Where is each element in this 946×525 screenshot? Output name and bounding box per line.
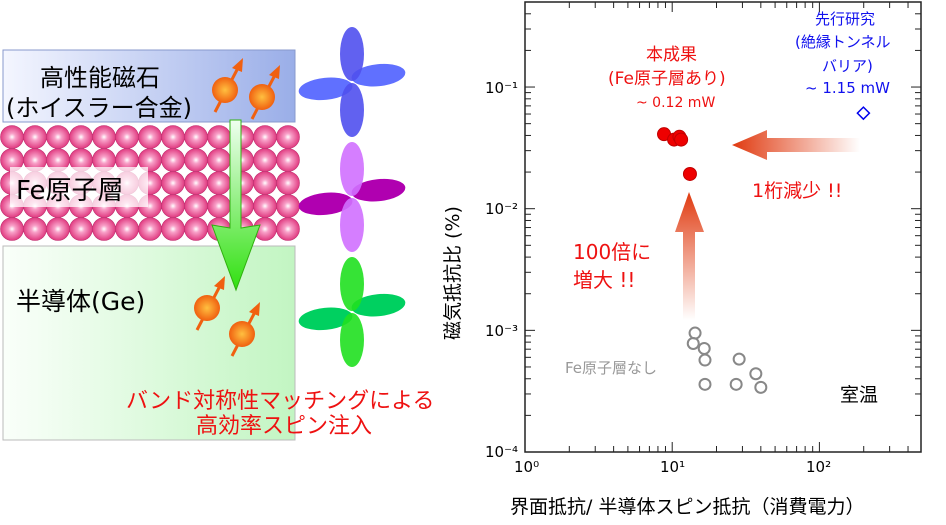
room-temp-label: 室温: [840, 384, 879, 406]
x-axis-label: 界面抵抗/ 半導体スピン抵抗（消費電力）: [510, 496, 865, 518]
ytick-label: 10⁻⁴: [485, 443, 519, 461]
axis-ticks: [524, 1, 921, 453]
fe-atom: [69, 125, 93, 149]
no-fe-label: Fe原子層なし: [565, 359, 658, 377]
fe-atom: [184, 148, 208, 172]
fe-atom: [184, 171, 208, 195]
fe-atom: [276, 194, 300, 218]
fe-atom: [276, 217, 300, 241]
spin-electrons: [194, 58, 280, 357]
prior-label-2: (絶縁トンネル: [795, 33, 891, 51]
data-points: [657, 106, 871, 394]
data-point-no-fe: [732, 352, 746, 366]
prior-label-3: バリア): [822, 57, 873, 75]
fe-atom: [115, 125, 139, 149]
ytick-label: 10⁻¹: [485, 79, 519, 97]
fe-atom: [253, 171, 277, 195]
data-point-no-fe: [688, 326, 702, 340]
magnet-layer: [2, 49, 296, 123]
y-axis-label: 磁気抵抗比 (%): [442, 206, 464, 340]
increase-label-1: 100倍に: [573, 240, 652, 264]
fe-atom: [253, 148, 277, 172]
fe-atom: [207, 194, 231, 218]
reduce-label: 1桁減少 !!: [752, 180, 843, 202]
fe-atom: [23, 217, 47, 241]
xtick-label: 10²: [806, 458, 832, 476]
fe-atom: [0, 125, 24, 149]
fe-atom: [161, 171, 185, 195]
ours-label-2: (Fe原子層あり): [608, 69, 726, 89]
spin-electron: [212, 58, 243, 113]
fe-atom: [207, 125, 231, 149]
data-point-no-fe: [698, 377, 712, 391]
fe-atom: [184, 125, 208, 149]
fe-atom: [253, 125, 277, 149]
fe-atom: [276, 148, 300, 172]
fe-atom: [207, 171, 231, 195]
fe-atom: [69, 217, 93, 241]
data-point-ours: [682, 166, 697, 181]
fe-atom: [138, 125, 162, 149]
spin-electron: [249, 65, 280, 120]
orbitals: [298, 27, 406, 367]
fe-atom: [207, 148, 231, 172]
fe-atom: [184, 217, 208, 241]
increase-label-2: 増大 !!: [573, 268, 636, 292]
fe-atom: [23, 125, 47, 149]
spin-electron: [194, 276, 225, 331]
d-orbital-icon: [298, 257, 406, 367]
fe-atom: [161, 148, 185, 172]
caption-line2: 高効率スピン注入: [196, 414, 373, 439]
fe-atom: [276, 171, 300, 195]
data-point-no-fe: [686, 336, 700, 350]
fe-layer-label: Fe原子層: [16, 176, 124, 206]
data-point-no-fe: [754, 380, 768, 394]
ytick-label: 10⁻³: [485, 322, 519, 340]
data-point-no-fe: [698, 353, 712, 367]
prior-label-1: 先行研究: [815, 10, 876, 28]
xtick-label: 10⁰: [514, 458, 540, 476]
magnet-label: 高性能磁石: [40, 64, 160, 92]
green-injection-arrow: [211, 119, 261, 292]
fe-atom: [161, 217, 185, 241]
data-point-no-fe: [729, 377, 743, 391]
data-point-no-fe: [749, 367, 763, 381]
fe-atom: [276, 125, 300, 149]
increase-arrow: [675, 192, 704, 320]
fe-atom: [161, 125, 185, 149]
fe-atom: [115, 217, 139, 241]
fe-atom: [0, 217, 24, 241]
caption-line1: バンド対称性マッチングによる: [126, 389, 435, 414]
data-point-ours: [674, 132, 689, 147]
fe-atom: [92, 125, 116, 149]
fe-atom: [92, 217, 116, 241]
spin-electron: [229, 302, 260, 357]
fe-atom: [161, 194, 185, 218]
ours-label-1: 本成果: [646, 45, 697, 65]
d-orbital-icon: [298, 27, 406, 137]
prior-label-4: ~ 1.15 mW: [805, 79, 890, 97]
semiconductor-label: 半導体(Ge): [16, 287, 146, 316]
d-orbital-icon: [298, 142, 406, 252]
fe-atom: [46, 217, 70, 241]
fe-atom: [184, 194, 208, 218]
data-point-no-fe: [697, 341, 711, 355]
fe-atom: [138, 217, 162, 241]
ours-label-3: ~ 0.12 mW: [636, 95, 716, 111]
ytick-label: 10⁻²: [485, 200, 519, 218]
data-point-prior: [856, 106, 871, 121]
fe-atom: [46, 125, 70, 149]
fe-atom: [253, 194, 277, 218]
plot-frame: [524, 1, 922, 453]
magnet-sub-label: (ホイスラー合金): [6, 94, 193, 122]
xtick-label: 10¹: [660, 458, 686, 476]
reduce-arrow: [732, 130, 860, 160]
